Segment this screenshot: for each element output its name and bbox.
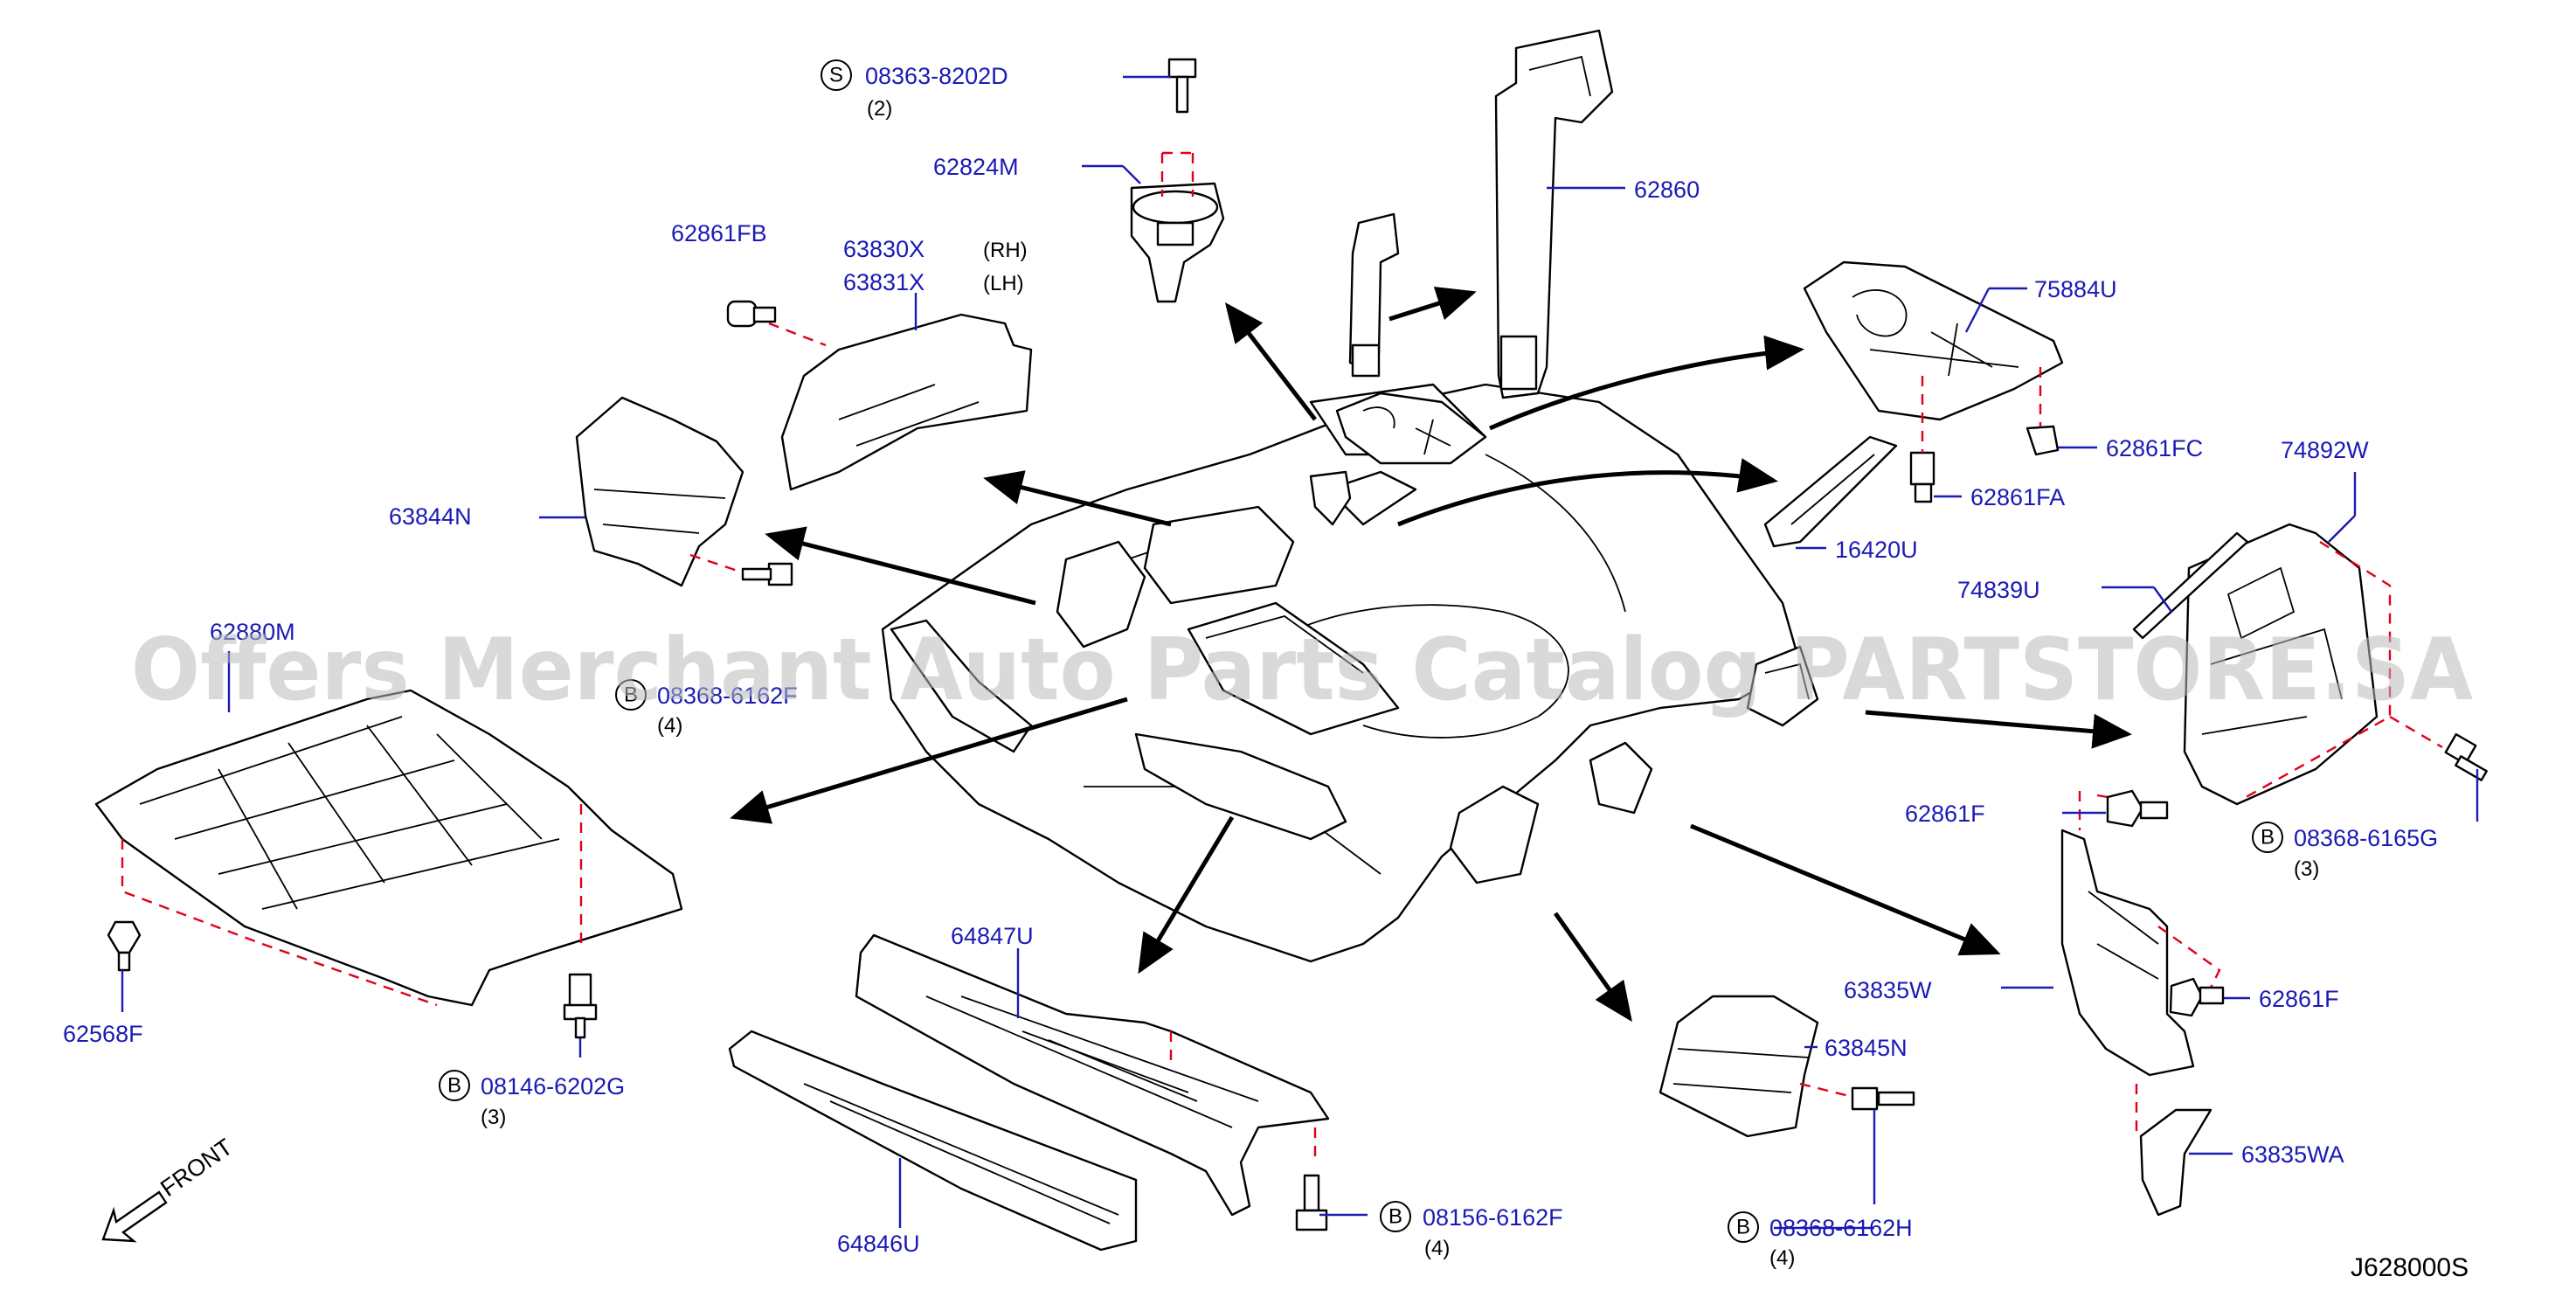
label-08156-6162F: 08156-6162F <box>1423 1204 1563 1231</box>
label-62861F-lower: 62861F <box>2259 986 2339 1012</box>
label-08368-6162F: 08368-6162F <box>657 683 798 709</box>
label-62861FC: 62861FC <box>2106 435 2203 461</box>
label-08368-6162H: 08368-6162H <box>1769 1215 1913 1241</box>
bolt-08363-8202D[interactable] <box>1167 58 1197 114</box>
part-64847U[interactable] <box>855 933 1330 1217</box>
bolt-08368-6165G[interactable] <box>2444 732 2488 781</box>
part-labels: S 08363-8202D (2) 62824M 62860 62861FB 6… <box>63 59 2438 1270</box>
label-62861FA: 62861FA <box>1970 484 2065 510</box>
label-62880M: 62880M <box>210 619 295 645</box>
bolt-08156-6162F[interactable] <box>1295 1174 1328 1231</box>
part-74892W[interactable] <box>2183 523 2443 806</box>
label-63845N: 63845N <box>1825 1035 1908 1061</box>
part-63844N[interactable] <box>575 396 744 587</box>
clip-62861FB[interactable] <box>726 300 777 328</box>
floor-assembly <box>881 383 1819 963</box>
symbol-b-08146: B <box>447 1074 461 1098</box>
label-08368-6165G: 08368-6165G <box>2294 825 2438 851</box>
qty-08368-6165G: (3) <box>2294 857 2319 881</box>
symbol-s: S <box>829 64 843 87</box>
label-62860: 62860 <box>1634 177 1700 203</box>
symbol-b-circle-165G <box>2252 822 2283 853</box>
part-63835WA[interactable] <box>2135 1084 2212 1217</box>
symbol-b-08156: B <box>1388 1205 1402 1229</box>
assembly-arrows <box>730 286 2132 1023</box>
part-63830X[interactable] <box>768 313 1033 491</box>
clip-62861F-upper[interactable] <box>2106 789 2169 828</box>
watermark: Offers Merchant Auto Parts Catalog PARTS… <box>131 621 2473 720</box>
floor-tray <box>1335 392 1487 465</box>
part-16420U[interactable] <box>1763 435 1898 548</box>
label-08363-8202D: 08363-8202D <box>865 63 1008 89</box>
diagram-reference: J628000S <box>2351 1253 2469 1282</box>
symbol-b-162H: B <box>1736 1216 1750 1239</box>
clip-62861F-lower[interactable] <box>2169 977 2225 1017</box>
part-62860[interactable] <box>1494 29 1614 399</box>
label-74839U: 74839U <box>1957 577 2040 603</box>
front-direction-indicator: FRONT <box>101 1134 238 1243</box>
part-64846U[interactable] <box>728 1030 1138 1252</box>
symbol-s-circle <box>821 59 852 91</box>
label-63830X: 63830X <box>843 236 924 262</box>
clip-62861FA[interactable] <box>1909 376 1935 503</box>
label-62568F: 62568F <box>63 1021 143 1047</box>
qty-08156-6162F: (4) <box>1424 1237 1450 1260</box>
part-63835W[interactable] <box>2060 791 2221 1077</box>
label-74892W: 74892W <box>2281 437 2369 463</box>
qty-08363-8202D: (2) <box>867 97 892 121</box>
part-74839U[interactable] <box>2132 531 2249 640</box>
bolt-08146-6202G[interactable] <box>563 973 598 1039</box>
symbol-b-circle-162H <box>1728 1211 1759 1243</box>
label-08146-6202G: 08146-6202G <box>481 1073 625 1099</box>
part-62860-small[interactable] <box>1348 212 1400 378</box>
label-63831X: 63831X <box>843 269 924 295</box>
label-75884U: 75884U <box>2034 276 2117 302</box>
label-62861FB: 62861FB <box>671 220 767 246</box>
label-63835WA: 63835WA <box>2241 1141 2344 1168</box>
symbol-b-162F: B <box>624 683 638 707</box>
part-75884U[interactable] <box>1803 260 2064 421</box>
qty-08368-6162F: (4) <box>657 714 682 738</box>
label-62824M: 62824M <box>933 154 1019 180</box>
symbol-b-circle-08156 <box>1380 1201 1411 1232</box>
part-62824M[interactable] <box>1130 151 1225 303</box>
symbol-b-circle-162F <box>615 679 647 711</box>
clip-62568F[interactable] <box>107 920 142 972</box>
symbol-b-165G: B <box>2261 826 2275 850</box>
label-16420U: 16420U <box>1835 537 1918 563</box>
label-63835W: 63835W <box>1844 977 1932 1003</box>
label-62861F-upper: 62861F <box>1905 801 1985 827</box>
front-label: FRONT <box>156 1134 237 1202</box>
symbol-b-circle-08146 <box>439 1070 470 1101</box>
part-63845N[interactable] <box>1658 995 1853 1138</box>
label-64846U: 64846U <box>837 1231 920 1257</box>
bolt-08368-6162F[interactable] <box>689 553 793 586</box>
qty-08368-6162H: (4) <box>1769 1246 1795 1270</box>
qty-08146-6202G: (3) <box>481 1106 506 1129</box>
part-62880M[interactable] <box>94 689 683 1007</box>
side-63831X: (LH) <box>983 272 1024 295</box>
clip-62861FC[interactable] <box>2025 367 2060 456</box>
bolt-08368-6162H[interactable] <box>1851 1086 1915 1111</box>
label-63844N: 63844N <box>389 503 472 530</box>
leader-lines <box>121 75 2479 1230</box>
label-64847U: 64847U <box>951 923 1034 949</box>
side-63830X: (RH) <box>983 239 1028 262</box>
